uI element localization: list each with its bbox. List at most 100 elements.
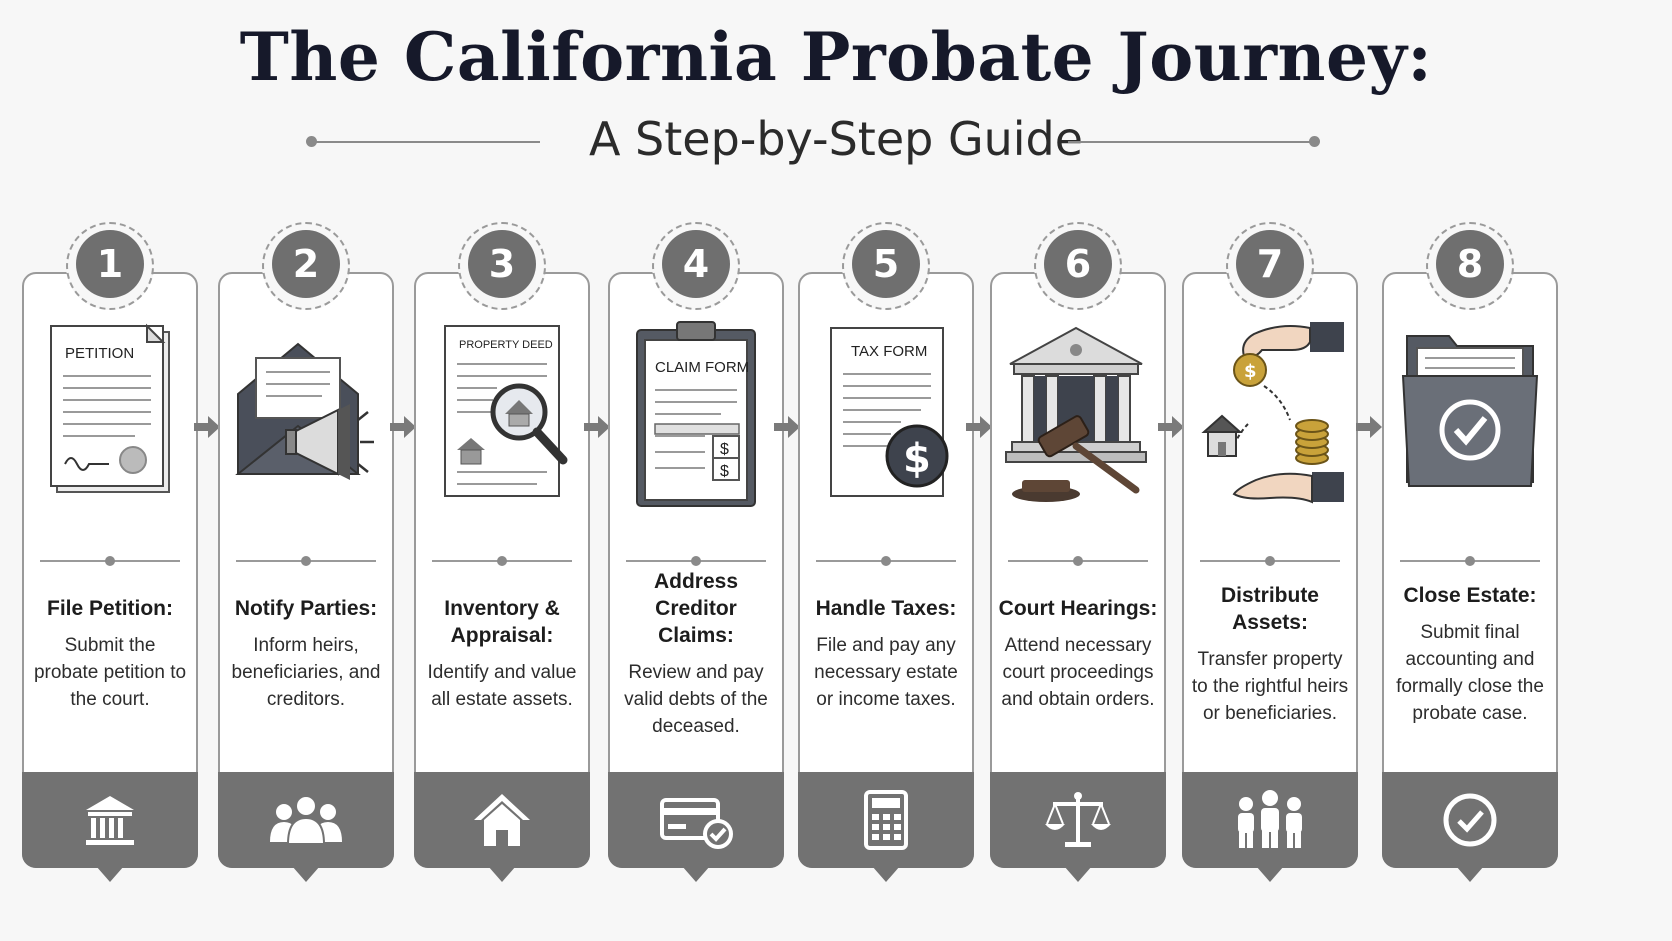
calculator-icon bbox=[864, 790, 908, 850]
arrow-right-icon bbox=[194, 416, 220, 438]
svg-text:$: $ bbox=[903, 436, 931, 482]
page-title: The California Probate Journey: bbox=[239, 18, 1433, 96]
family-icon bbox=[1238, 790, 1302, 848]
card-divider-dot bbox=[1265, 556, 1275, 566]
tax-label: TAX FORM bbox=[851, 343, 927, 360]
claim-label: CLAIM FORM bbox=[655, 359, 749, 376]
card-divider-dot bbox=[881, 556, 891, 566]
checkmark-circle-icon bbox=[1443, 793, 1497, 847]
step-description: Transfer property to the rightful heirs … bbox=[1191, 648, 1349, 724]
step-number-badge: 5 bbox=[852, 230, 920, 298]
step-card-4: 4 CLAIM FORM $ $ Address Creditor Cla bbox=[608, 222, 784, 882]
petition-document-icon: PETITION bbox=[24, 314, 196, 524]
bottom-notch bbox=[488, 866, 516, 882]
step-text: Court Hearings: Attend necessary court p… bbox=[998, 574, 1158, 734]
step-bottom-bar bbox=[1182, 772, 1358, 868]
step-bottom-bar bbox=[218, 772, 394, 868]
arrow-right-icon bbox=[584, 416, 610, 438]
hands-coins-house-icon: $ bbox=[1184, 314, 1356, 524]
step-bottom-bar bbox=[990, 772, 1166, 868]
step-number-badge: 7 bbox=[1236, 230, 1304, 298]
card-divider-dot bbox=[105, 556, 115, 566]
bottom-notch bbox=[872, 866, 900, 882]
envelope-megaphone-icon bbox=[220, 314, 392, 524]
step-description: Submit final accounting and formally clo… bbox=[1396, 621, 1544, 724]
arrow-right-icon bbox=[966, 416, 992, 438]
step-card-5: 5 TAX FORM $ Handle Taxes: File and pay … bbox=[798, 222, 974, 882]
courthouse-gavel-icon bbox=[992, 314, 1164, 524]
card-divider-dot bbox=[497, 556, 507, 566]
svg-text:$: $ bbox=[720, 441, 729, 458]
step-card-2: 2 Notify Parties: Inform heirs, benef bbox=[218, 222, 394, 882]
bottom-notch bbox=[1456, 866, 1484, 882]
rule-left bbox=[312, 141, 540, 143]
svg-text:$: $ bbox=[720, 463, 729, 480]
arrow-right-icon bbox=[1158, 416, 1184, 438]
step-text: Distribute Assets: Transfer property to … bbox=[1190, 574, 1350, 734]
card-divider-dot bbox=[691, 556, 701, 566]
credit-card-check-icon bbox=[660, 798, 733, 849]
step-description: File and pay any necessary estate or inc… bbox=[814, 635, 958, 710]
arrow-right-icon bbox=[774, 416, 800, 438]
step-number-badge: 1 bbox=[76, 230, 144, 298]
deed-label: PROPERTY DEED bbox=[459, 339, 553, 351]
courthouse-icon bbox=[86, 796, 134, 845]
property-deed-magnifier-icon: PROPERTY DEED bbox=[416, 314, 588, 524]
folder-checkmark-icon bbox=[1384, 314, 1556, 524]
step-description: Inform heirs, beneficiaries, and credito… bbox=[231, 635, 381, 710]
scales-of-justice-icon bbox=[1045, 792, 1111, 847]
people-group-icon bbox=[270, 795, 342, 845]
step-title: Handle Taxes: bbox=[815, 597, 957, 620]
bottom-notch bbox=[682, 866, 710, 882]
subtitle-row: A Step-by-Step Guide bbox=[0, 112, 1672, 172]
step-text: Handle Taxes: File and pay any necessary… bbox=[806, 574, 966, 734]
step-title: Distribute Assets: bbox=[1220, 583, 1319, 634]
step-number-badge: 2 bbox=[272, 230, 340, 298]
svg-text:$: $ bbox=[1244, 361, 1257, 382]
step-card-3: 3 PROPERTY DEED Inventory & Appraisal: bbox=[414, 222, 590, 882]
arrow-right-icon bbox=[390, 416, 416, 438]
card-divider-dot bbox=[1073, 556, 1083, 566]
card-divider-dot bbox=[301, 556, 311, 566]
step-card-1: 1 PETITION File Petition: Submit the pro… bbox=[22, 222, 198, 882]
step-title: Inventory & Appraisal: bbox=[444, 597, 560, 647]
bottom-notch bbox=[1256, 866, 1284, 882]
step-title: File Petition: bbox=[47, 597, 173, 620]
step-description: Identify and value all estate assets. bbox=[427, 662, 577, 710]
step-bottom-bar bbox=[798, 772, 974, 868]
bottom-notch bbox=[1064, 866, 1092, 882]
step-bottom-bar bbox=[608, 772, 784, 868]
house-icon bbox=[474, 794, 530, 846]
bottom-notch bbox=[292, 866, 320, 882]
step-description: Attend necessary court proceedings and o… bbox=[1001, 635, 1155, 710]
rule-left-dot bbox=[306, 136, 317, 147]
step-text: Close Estate: Submit final accounting an… bbox=[1390, 574, 1550, 734]
rule-right-dot bbox=[1309, 136, 1320, 147]
step-text: Inventory & Appraisal: Identify and valu… bbox=[422, 574, 582, 734]
step-text: Notify Parties: Inform heirs, beneficiar… bbox=[226, 574, 386, 734]
rule-right bbox=[1068, 141, 1314, 143]
step-description: Review and pay valid debts of the deceas… bbox=[624, 662, 768, 737]
petition-label: PETITION bbox=[65, 345, 134, 362]
claim-form-clipboard-icon: CLAIM FORM $ $ bbox=[610, 314, 782, 524]
step-bottom-bar bbox=[414, 772, 590, 868]
step-title: Close Estate: bbox=[1403, 583, 1537, 607]
bottom-notch bbox=[96, 866, 124, 882]
step-bottom-bar bbox=[22, 772, 198, 868]
step-card-7: 7 $ Di bbox=[1182, 222, 1358, 882]
step-text: File Petition: Submit the probate petiti… bbox=[30, 574, 190, 734]
step-number-badge: 6 bbox=[1044, 230, 1112, 298]
step-description: Submit the probate petition to the court… bbox=[33, 635, 187, 710]
step-card-6: 6 Cou bbox=[990, 222, 1166, 882]
step-text: Address Creditor Claims: Review and pay … bbox=[616, 570, 776, 737]
arrow-right-icon bbox=[1356, 416, 1382, 438]
step-title: Notify Parties: bbox=[234, 597, 378, 620]
step-number-badge: 8 bbox=[1436, 230, 1504, 298]
step-card-8: 8 Close Estate: Submit final accounting … bbox=[1382, 222, 1558, 882]
step-title: Address Creditor Claims: bbox=[653, 570, 739, 647]
step-title: Court Hearings: bbox=[998, 597, 1158, 620]
card-divider-dot bbox=[1465, 556, 1475, 566]
step-bottom-bar bbox=[1382, 772, 1558, 868]
step-number-badge: 3 bbox=[468, 230, 536, 298]
